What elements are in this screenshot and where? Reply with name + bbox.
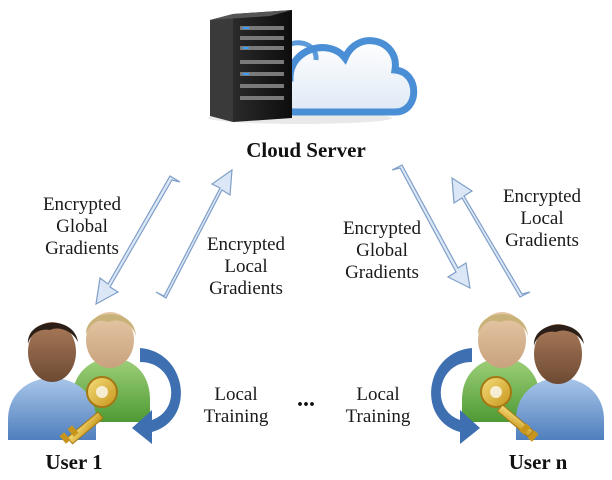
arrow-right-up (451, 176, 531, 298)
ellipsis: ... (297, 386, 315, 412)
local-training-label-left: Local Training (196, 384, 276, 428)
cloud-server-label: Cloud Server (246, 138, 366, 162)
arrow-left-up (155, 168, 233, 299)
arrow-label-left-down: Encrypted Global Gradients (22, 194, 142, 260)
local-training-arrow-left (132, 348, 181, 444)
label-line: Local (520, 208, 564, 229)
arrow-label-right-up: Encrypted Local Gradients (482, 186, 602, 252)
label-line: Global (56, 216, 108, 237)
label-line: Local (224, 256, 268, 277)
label-line: Encrypted (502, 186, 582, 207)
label-line: Gradients (345, 262, 419, 283)
label-line: Encrypted (42, 194, 122, 215)
arrow-right-down (391, 164, 471, 290)
local-training-label-right: Local Training (338, 384, 418, 428)
label-line: Local (214, 384, 258, 405)
user-male-figure (8, 322, 96, 440)
label-line: Training (203, 406, 269, 427)
label-line: Encrypted (206, 234, 286, 255)
key-icon (59, 376, 118, 445)
label-line: Gradients (505, 230, 579, 251)
user-1-label: User 1 (45, 450, 103, 474)
user-n-label: User n (508, 450, 568, 474)
server-rack-icon (210, 10, 292, 122)
user-1-icon (8, 312, 150, 445)
label-line: Gradients (45, 238, 119, 259)
label-line: Global (356, 240, 408, 261)
label-line: Gradients (209, 278, 283, 299)
local-training-arrow-right (431, 348, 480, 444)
label-line: Encrypted (342, 218, 422, 239)
user-male-figure (516, 324, 604, 440)
label-line: Training (345, 406, 411, 427)
user-n-icon (462, 312, 604, 442)
label-line: Local (356, 384, 400, 405)
arrow-left-down (95, 175, 181, 306)
arrow-label-right-down: Encrypted Global Gradients (322, 218, 442, 284)
arrow-label-left-up: Encrypted Local Gradients (186, 234, 306, 300)
key-icon (480, 376, 539, 442)
